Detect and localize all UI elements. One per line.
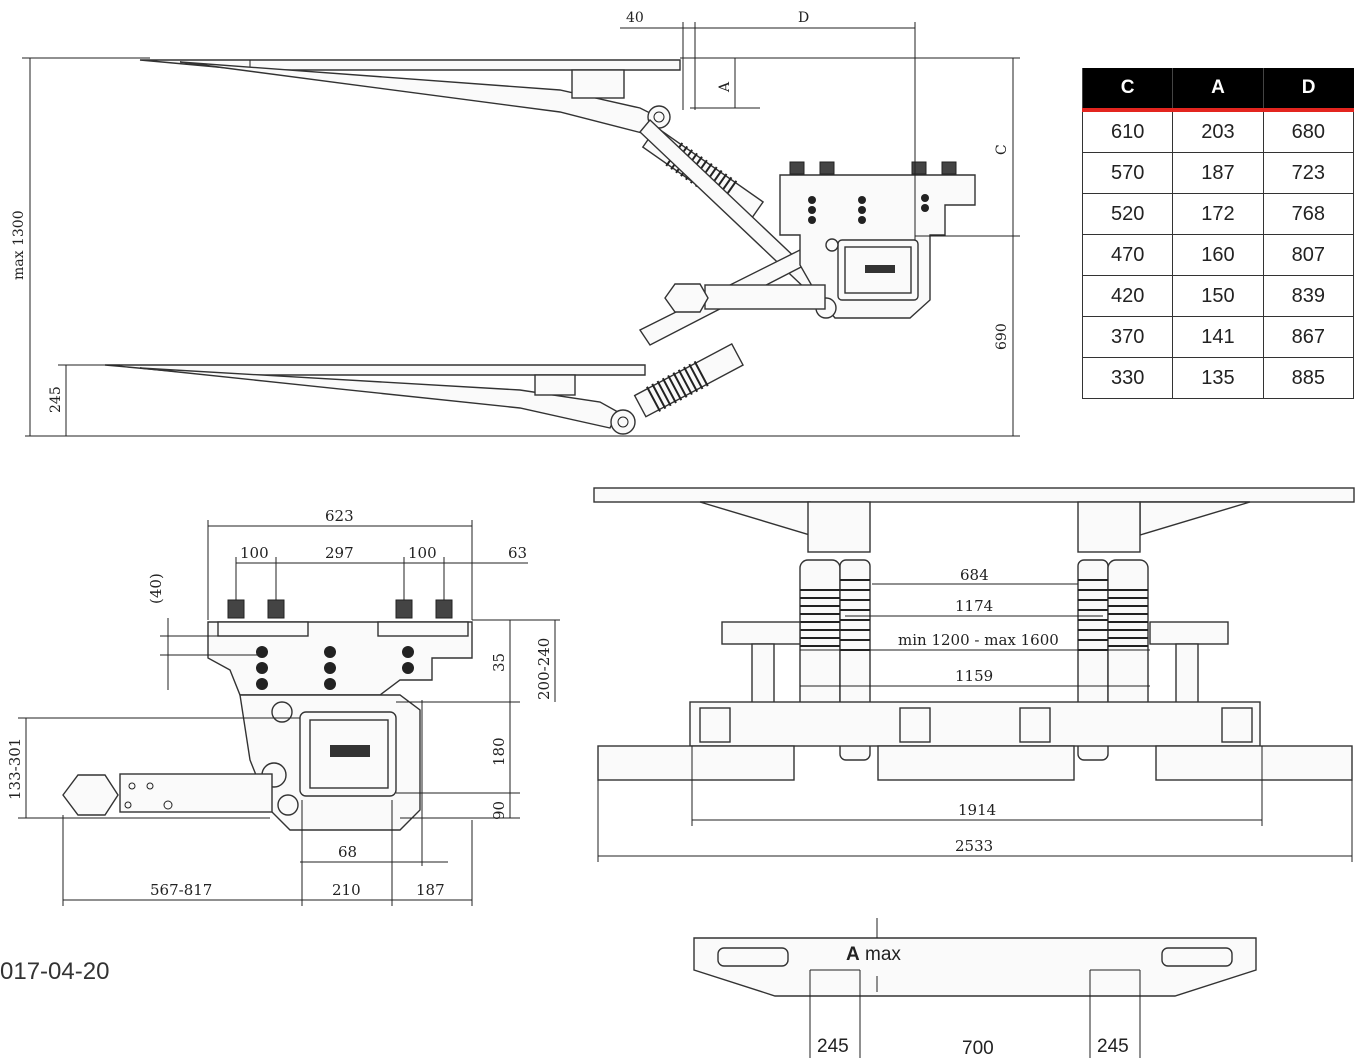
cell-c: 570 [1081,152,1174,194]
table-row: 330 135 885 [1081,357,1355,399]
table-row: 370 141 867 [1081,316,1355,358]
front-view: 684 1174 min 1200 - max 1600 1159 1914 2… [593,487,1355,862]
dim-245-right: 245 [1097,1036,1129,1057]
dim-35: 35 [490,653,508,672]
dim-200-240: 200-240 [535,638,553,700]
dim-1914: 1914 [958,801,996,819]
header-a: A [1172,68,1264,112]
dim-567-817: 567-817 [150,881,212,899]
dim-245: 245 [48,386,64,413]
bottom-view: A max 245 700 245 [693,918,1257,1058]
cell-c: 420 [1081,275,1174,317]
dim-133-301: 133-301 [6,738,24,800]
cell-c: 330 [1081,357,1174,399]
dim-100a: 100 [240,544,269,562]
cell-d: 807 [1262,234,1355,276]
table-row: 610 203 680 [1081,109,1355,153]
date-text: 017-04-20 [0,958,110,985]
dim-100b: 100 [408,544,437,562]
dim-210: 210 [332,881,361,899]
cell-c: 370 [1081,316,1174,358]
cell-a: 141 [1172,316,1264,358]
dim-a: A [717,81,733,93]
cell-a: 172 [1172,193,1264,235]
cell-c: 520 [1081,193,1174,235]
dim-range: min 1200 - max 1600 [898,631,1059,649]
a-max-label: A max [846,944,901,965]
header-d: D [1262,68,1354,112]
cell-d: 768 [1262,193,1355,235]
table-row: 520 172 768 [1081,193,1355,235]
cell-c: 470 [1081,234,1174,276]
side-view: 623 100 297 100 63 (40) 133-301 35 200-2… [6,507,560,906]
dim-1159: 1159 [955,667,993,685]
cell-d: 839 [1262,275,1355,317]
cell-a: 150 [1172,275,1264,317]
cell-d: 867 [1262,316,1355,358]
dim-245-left: 245 [817,1036,849,1057]
table-header-row: C A D [1081,68,1354,112]
dim-297: 297 [325,544,354,562]
dim-690: 690 [994,323,1010,350]
dim-1174: 1174 [955,597,993,615]
dim-684: 684 [960,566,989,584]
table-row: 470 160 807 [1081,234,1355,276]
dim-68: 68 [338,843,357,861]
cell-d: 723 [1262,152,1355,194]
cell-a: 135 [1172,357,1264,399]
dim-2533: 2533 [955,837,993,855]
cell-d: 885 [1262,357,1355,399]
table-row: 420 150 839 [1081,275,1355,317]
dim-40-paren: (40) [147,573,165,604]
dim-max-height: max 1300 [11,210,27,280]
cell-d: 680 [1262,109,1355,153]
cell-a: 160 [1172,234,1264,276]
top-view: max 1300 245 40 D A C 690 [11,10,1020,437]
dim-623: 623 [325,507,354,525]
dim-d: D [798,10,809,26]
header-c: C [1081,68,1173,112]
dim-40: 40 [626,10,644,26]
dim-700: 700 [962,1038,994,1058]
cell-a: 203 [1172,109,1264,153]
dim-63: 63 [508,544,527,562]
dim-180: 180 [490,737,508,766]
table-row: 570 187 723 [1081,152,1355,194]
spec-table: C A D 610 203 680 570 187 723 520 172 76… [1081,68,1355,399]
dim-c: C [994,144,1010,155]
cell-a: 187 [1172,152,1264,194]
cell-c: 610 [1081,109,1174,153]
dim-187: 187 [416,881,445,899]
dim-90: 90 [490,801,508,820]
